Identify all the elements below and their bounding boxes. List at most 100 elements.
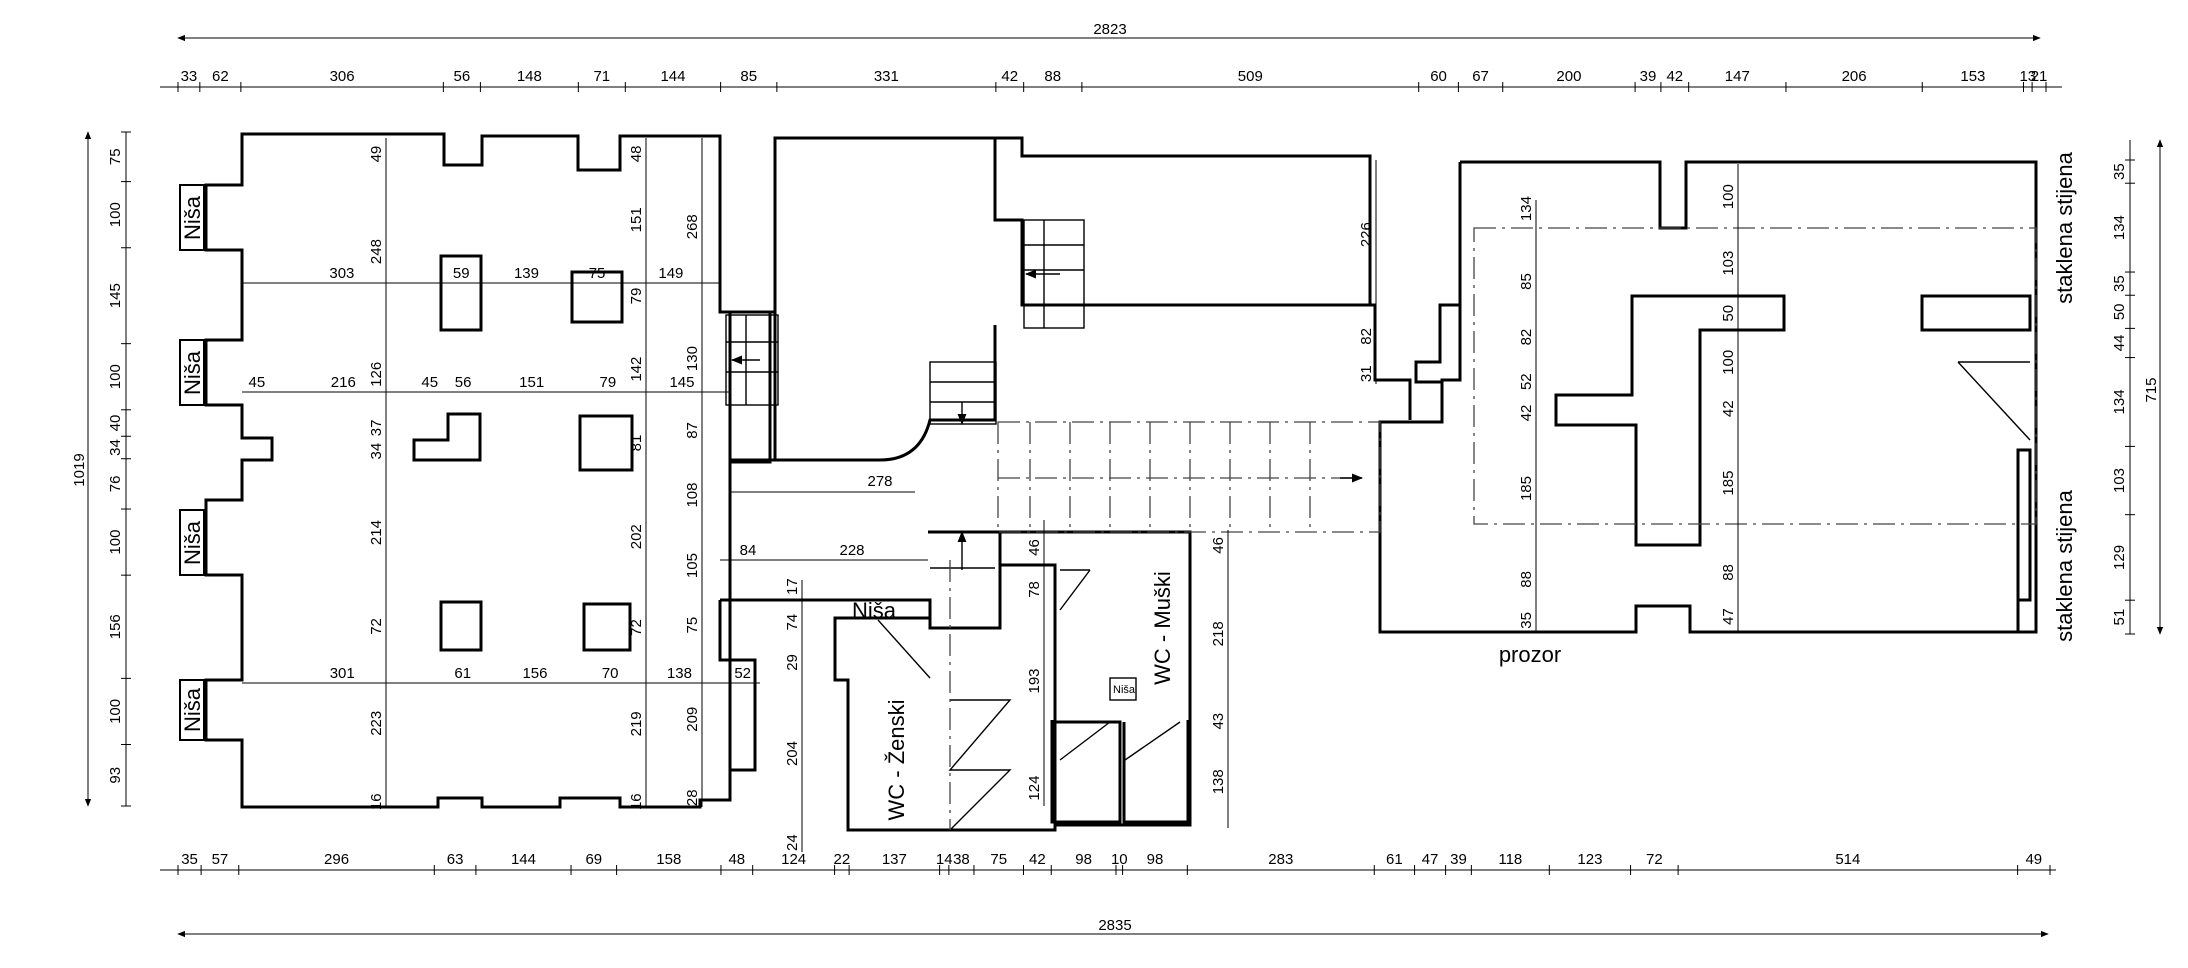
interior-dim-value: 124 [1026,776,1043,801]
dim-value: 57 [212,851,229,868]
interior-dim-value: 72 [628,619,645,636]
interior-dim-value: 214 [368,520,385,545]
dim-value: 42 [1001,68,1018,85]
dim-value: 63 [447,851,464,868]
interior-dim-value: 219 [628,711,645,736]
central-upper-right-wall [995,136,1372,305]
interior-dim-value: 216 [331,374,356,391]
niche-label-small: Niša [1113,684,1136,696]
dim-value: 56 [454,68,471,85]
interior-dim-value: 185 [1518,476,1535,501]
interior-dim-value: 226 [1358,222,1375,247]
interior-dim-value: 17 [784,578,801,595]
interior-dim-value: 46 [1026,539,1043,556]
interior-dim-value: 75 [589,265,606,282]
dim-value: 38 [953,851,970,868]
dim-value: 158 [656,851,681,868]
interior-dim-value: 56 [455,374,472,391]
wc-left-room [718,600,757,772]
dim-value: 100 [107,364,124,389]
dim-value: 62 [212,68,229,85]
interior-dim-value: 52 [1518,373,1535,390]
dim-value: 144 [660,68,685,85]
dim-value: 200 [1556,68,1581,85]
niche-3 [179,509,205,576]
interior-dim-value: 52 [734,665,751,682]
interior-dim-value: 100 [1720,184,1737,209]
interior-dim-value: 35 [1518,612,1535,629]
dim-value: 48 [728,851,745,868]
dim-value: 75 [107,148,124,165]
label-prozor: prozor [1499,642,1561,667]
interior-dim-value: 70 [602,665,619,682]
interior-dim-value: 59 [453,265,470,282]
pillar-2 [570,270,624,324]
dim-value: 93 [107,767,124,784]
interior-dim-value: 85 [1518,273,1535,290]
interior-dim-value: 16 [368,793,385,810]
interior-dim-value: 34 [368,443,385,460]
interior-dim-value: 209 [684,707,701,732]
dim-value: 134 [2111,215,2128,240]
interior-dim-value: 138 [1210,769,1227,794]
niche-4 [179,679,205,741]
dim-value: 509 [1238,68,1263,85]
central-stair-block [730,136,1412,420]
interior-dim-value: 42 [1518,405,1535,422]
dim-value: 206 [1842,68,1867,85]
pillar-6 [582,602,632,652]
dashed-area-central [997,421,1381,533]
niche-2 [179,339,205,406]
interior-dim-value: 88 [1720,564,1737,581]
dim-value: 69 [585,851,602,868]
room-label-wc-zenski: WC - Ženski [884,700,909,821]
interior-dim-value: 72 [368,618,385,635]
interior-dim-value: 78 [1026,581,1043,598]
dim-value: 88 [1044,68,1061,85]
dim-value: 100 [107,530,124,555]
label-staklena-stijena-top: staklena stijena [2052,151,2077,303]
dim-value: 103 [2111,468,2128,493]
interior-dim-value: 248 [368,239,385,264]
wc-fixtures [877,560,1181,831]
dim-value: 47 [1422,851,1439,868]
dim-value: 144 [511,851,536,868]
dim-value: 147 [1725,68,1750,85]
dim-value: 145 [107,283,124,308]
interior-dim-value: 43 [1210,713,1227,730]
dim-value: 283 [1268,851,1293,868]
niche-1 [179,184,205,251]
dim-top-total: 2823 [1093,21,1126,38]
pillar-4 [578,414,634,472]
wc-stair-box [928,530,1002,630]
interior-dim-value: 134 [1518,196,1535,221]
dim-value: 60 [1430,68,1447,85]
dim-value: 14 [936,851,953,868]
east-hall-outline [1378,160,2038,634]
dim-value: 296 [324,851,349,868]
dim-value: 13 [2019,68,2036,85]
niche-label-3: Niša [180,520,205,565]
interior-dim-value: 223 [368,711,385,736]
dim-value: 50 [2111,303,2128,320]
dim-value: 306 [330,68,355,85]
central-lower-left [728,312,777,462]
dim-value: 153 [1960,68,1985,85]
interior-dim-value: 81 [628,435,645,452]
dashed-area-east [1473,227,2037,525]
dim-value: 35 [2111,163,2128,180]
interior-dim-value: 42 [1720,400,1737,417]
dim-value: 35 [2111,275,2128,292]
dim-value: 148 [517,68,542,85]
dim-value: 123 [1577,851,1602,868]
wc-stalls [1050,720,1190,824]
niche-label-wc: Niša [852,598,897,623]
interior-dim-value: 82 [1518,329,1535,346]
dim-value: 134 [2111,389,2128,414]
dim-value: 42 [1666,68,1683,85]
interior-dim-value: 301 [330,665,355,682]
dim-value: 10 [1111,851,1128,868]
